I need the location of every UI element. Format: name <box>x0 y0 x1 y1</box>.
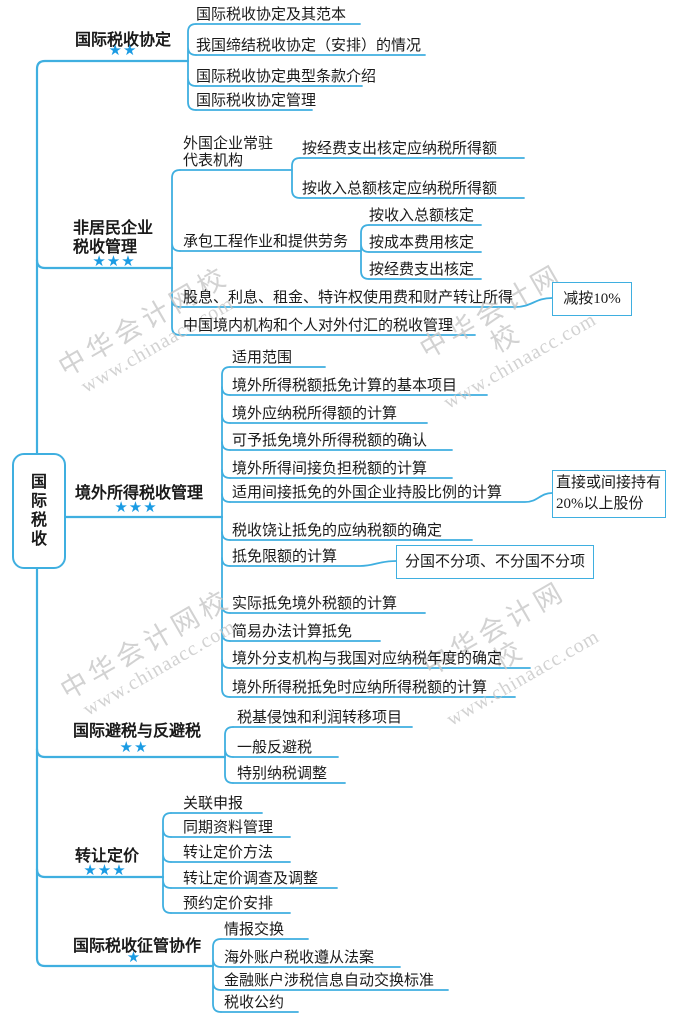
branch4-lines <box>224 726 413 784</box>
callout-label: 减按10% <box>563 291 621 307</box>
subtopic-label: 情报交换 <box>224 922 285 938</box>
star-rating: ★★★ <box>114 500 158 516</box>
subtopic-label: 一般反避税 <box>237 740 313 756</box>
subtopic-label: 适用范围 <box>232 350 293 366</box>
central-topic: 国际税收 <box>12 453 66 569</box>
subtopic-label: 特别纳税调整 <box>237 766 328 782</box>
subtopic-label: 国际税收协定管理 <box>196 93 317 109</box>
subtopic-label: 抵免限额的计算 <box>232 549 338 565</box>
subtopic-label: 按收入总额核定应纳税所得额 <box>302 181 498 197</box>
subtopic-label: 转让定价调查及调整 <box>183 871 319 887</box>
subtopic-label: 按成本费用核定 <box>369 235 475 251</box>
subtopic-label: 转让定价方法 <box>183 845 274 861</box>
star-rating: ★ <box>126 950 142 966</box>
subtopic-label: 国际税收协定典型条款介绍 <box>196 69 377 85</box>
subtopic-label: 实际抵免境外税额的计算 <box>232 596 398 612</box>
subtopic-label: 税收公约 <box>224 995 285 1011</box>
topic-label: 国际税收征管协作 <box>73 938 202 955</box>
central-topic-label: 国际税收 <box>30 474 47 548</box>
star-rating: ★★★ <box>92 254 136 270</box>
callout-box: 减按10% <box>552 282 632 316</box>
subtopic-label: 按经费支出核定应纳税所得额 <box>302 141 498 157</box>
subtopic-label: 预约定价安排 <box>183 896 274 912</box>
callout-box: 分国不分项、不分国不分项 <box>396 545 594 579</box>
subtopic-label: 关联申报 <box>183 796 244 812</box>
subtopic-label: 境外所得间接负担税额的计算 <box>232 461 428 477</box>
subtopic-label: 按收入总额核定 <box>369 208 475 224</box>
subtopic-label: 境外分支机构与我国对应纳税年度的确定 <box>232 651 503 667</box>
star-rating: ★★★ <box>83 863 127 879</box>
branch1-lines <box>187 23 426 111</box>
subtopic-label: 股息、利息、租金、特许权使用费和财产转让所得 <box>183 290 514 306</box>
star-rating: ★★ <box>108 43 138 59</box>
callout-label: 分国不分项、不分国不分项 <box>404 554 585 570</box>
subtopic-label: 按经费支出核定 <box>369 262 475 278</box>
topic-label: 境外所得税收管理 <box>75 485 204 502</box>
subtopic-label: 同期资料管理 <box>183 820 274 836</box>
subtopic-label: 境外所得税额抵免计算的基本项目 <box>232 378 458 394</box>
callout-label: 直接或间接持有20%以上股份 <box>556 475 662 512</box>
subtopic-label: 国际税收协定及其范本 <box>196 7 347 23</box>
subtopic-label: 中国境内机构和个人对外付汇的税收管理 <box>183 318 454 334</box>
branch3-lines <box>221 366 553 698</box>
subtopic-label: 承包工程作业和提供劳务 <box>183 234 349 250</box>
branch2-lines <box>171 157 553 336</box>
subtopic-label: 简易办法计算抵免 <box>232 624 353 640</box>
subtopic-label: 税收饶让抵免的应纳税额的确定 <box>232 523 443 539</box>
subtopic-label: 境外所得税抵免时应纳所得税额的计算 <box>232 680 488 696</box>
subtopic-label: 可予抵免境外所得税额的确认 <box>232 433 428 449</box>
branch6-lines <box>212 938 449 1013</box>
subtopic-label: 我国缔结税收协定（安排）的情况 <box>196 38 422 54</box>
topic-label: 转让定价 <box>75 848 140 865</box>
subtopic-label: 海外账户税收遵从法案 <box>224 950 375 966</box>
trunk-lines <box>35 59 227 968</box>
subtopic-label: 税基侵蚀和利润转移项目 <box>237 710 403 726</box>
topic-label: 非居民企业税收管理 <box>73 220 154 256</box>
subtopic-label: 金融账户涉税信息自动交换标准 <box>224 973 435 989</box>
subtopic-label: 外国企业常驻代表机构 <box>183 136 274 169</box>
star-rating: ★★ <box>119 740 149 756</box>
topic-label: 国际税收协定 <box>75 32 172 49</box>
subtopic-label: 境外应纳税所得额的计算 <box>232 406 398 422</box>
topic-label: 国际避税与反避税 <box>73 723 202 740</box>
callout-box: 直接或间接持有20%以上股份 <box>552 470 666 518</box>
subtopic-label: 适用间接抵免的外国企业持股比例的计算 <box>232 485 503 501</box>
branch5-lines <box>162 812 338 914</box>
